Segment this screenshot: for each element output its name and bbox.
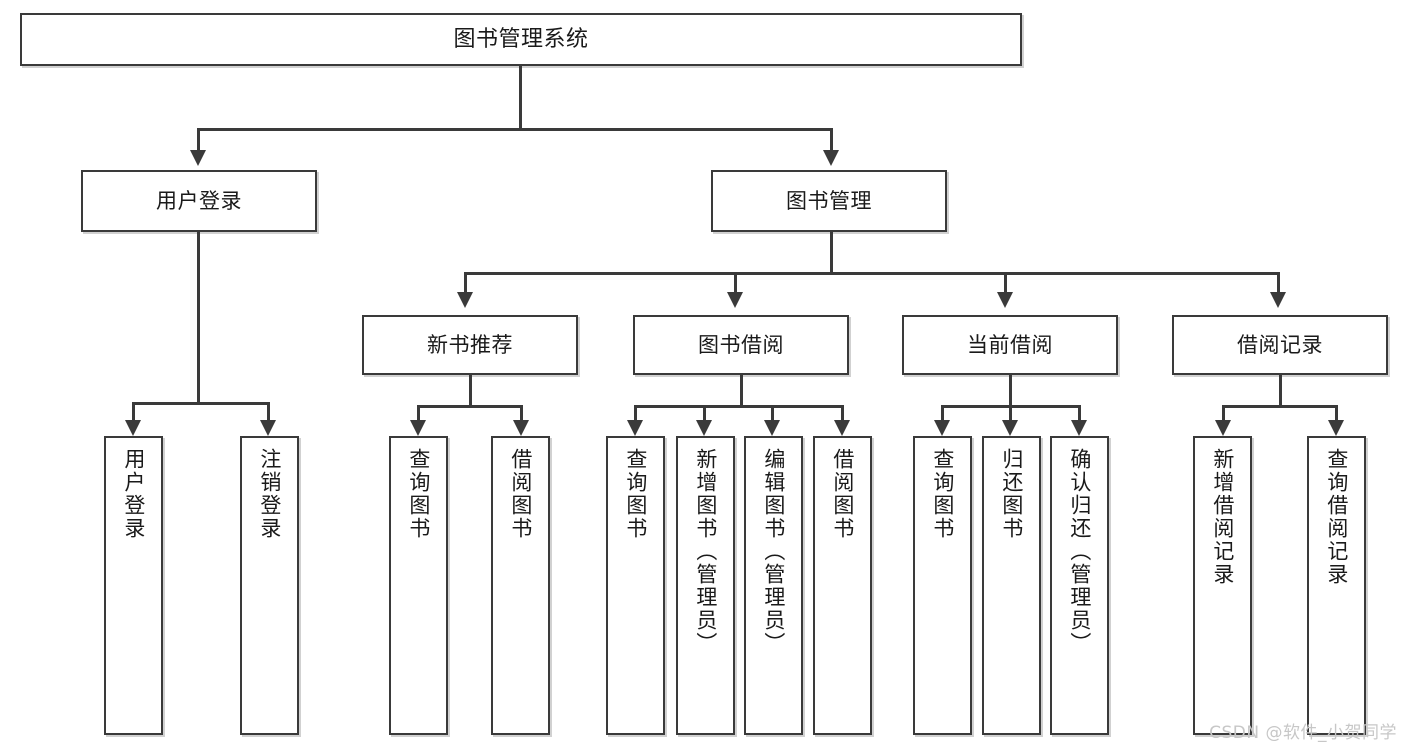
node-label: 借阅图书 [508,448,533,540]
arrow-to-new-book-rec [457,292,473,308]
node-label: 新书推荐 [427,332,513,357]
node-label: 确认归还（管理员） [1067,448,1092,655]
arrow-to-current-borrow [997,292,1013,308]
edge-bb-stem [740,375,743,407]
node-label: 注销登录 [257,448,282,540]
arrow-to-book-borrow [727,292,743,308]
arrow-to-leaf-logout [260,420,276,436]
leaf-nbr-query-book[interactable]: 查询图书 [389,436,448,735]
edge-user-login-stem [197,232,200,404]
node-label: 用户登录 [121,448,146,540]
arrow-cb-leaf-2 [1002,420,1018,436]
node-label: 新增借阅记录 [1210,448,1235,586]
edge-bm-drop-3 [1004,272,1007,294]
arrow-bb-leaf-3 [764,420,780,436]
leaf-bb-edit-book-admin[interactable]: 编辑图书（管理员） [744,436,803,735]
edge-bm-drop-2 [734,272,737,294]
node-user-login[interactable]: 用户登录 [81,170,317,232]
edge-nbr-bus [417,405,523,408]
node-borrow-record[interactable]: 借阅记录 [1172,315,1388,375]
edge-user-login-drop-2 [267,402,270,422]
edge-root-bus [197,128,833,131]
leaf-cb-confirm-return-admin[interactable]: 确认归还（管理员） [1050,436,1109,735]
node-root-system[interactable]: 图书管理系统 [20,13,1022,66]
edge-book-manage-stem [830,232,833,274]
arrow-to-user-login [190,150,206,166]
arrow-cb-leaf-3 [1071,420,1087,436]
edge-user-login-bus [132,402,270,405]
arrow-br-leaf-2 [1328,420,1344,436]
node-label: 当前借阅 [967,332,1053,357]
edge-nbr-drop-1 [417,405,420,423]
edge-book-manage-bus [464,272,1280,275]
node-label: 图书管理 [786,188,872,213]
edge-cb-drop-2 [1009,405,1012,423]
node-new-book-recommend[interactable]: 新书推荐 [362,315,578,375]
leaf-bb-add-book-admin[interactable]: 新增图书（管理员） [676,436,735,735]
leaf-bb-borrow-book[interactable]: 借阅图书 [813,436,872,735]
edge-bb-drop-2 [703,405,706,423]
leaf-cb-return-book[interactable]: 归还图书 [982,436,1041,735]
node-label: 查询图书 [623,448,648,540]
leaf-nbr-borrow-book[interactable]: 借阅图书 [491,436,550,735]
edge-bb-bus [634,405,844,408]
node-label: 图书借阅 [698,332,784,357]
node-label: 归还图书 [999,448,1024,540]
edge-cb-drop-3 [1078,405,1081,423]
node-label: 编辑图书（管理员） [761,448,786,655]
edge-nbr-stem [469,375,472,407]
node-label: 查询借阅记录 [1324,448,1349,586]
node-label: 查询图书 [406,448,431,540]
edge-nbr-drop-2 [520,405,523,423]
arrow-nbr-leaf-1 [410,420,426,436]
node-label: 查询图书 [930,448,955,540]
leaf-user-login[interactable]: 用户登录 [104,436,163,735]
node-current-borrow[interactable]: 当前借阅 [902,315,1118,375]
edge-bb-drop-3 [771,405,774,423]
edge-br-stem [1279,375,1282,407]
node-label: 图书管理系统 [453,26,589,52]
leaf-br-query-record[interactable]: 查询借阅记录 [1307,436,1366,735]
arrow-bb-leaf-2 [696,420,712,436]
edge-cb-drop-1 [941,405,944,423]
arrow-cb-leaf-1 [934,420,950,436]
edge-bb-drop-4 [841,405,844,423]
node-book-management[interactable]: 图书管理 [711,170,947,232]
arrow-bb-leaf-1 [627,420,643,436]
node-label: 用户登录 [156,188,242,213]
node-label: 新增图书（管理员） [693,448,718,655]
arrow-nbr-leaf-2 [513,420,529,436]
edge-br-drop-1 [1222,405,1225,423]
arrow-to-book-manage [823,150,839,166]
edge-bm-drop-1 [464,272,467,294]
edge-br-bus [1222,405,1338,408]
arrow-to-leaf-user-login [125,420,141,436]
leaf-bb-query-book[interactable]: 查询图书 [606,436,665,735]
arrow-br-leaf-1 [1215,420,1231,436]
edge-br-drop-2 [1335,405,1338,423]
leaf-br-add-record[interactable]: 新增借阅记录 [1193,436,1252,735]
leaf-cb-query-book[interactable]: 查询图书 [913,436,972,735]
arrow-to-borrow-record [1270,292,1286,308]
edge-root-to-user-login [197,128,200,152]
edge-bm-drop-4 [1277,272,1280,294]
edge-bb-drop-1 [634,405,637,423]
node-book-borrow[interactable]: 图书借阅 [633,315,849,375]
edge-root-stem [519,66,522,130]
edge-user-login-drop-1 [132,402,135,422]
arrow-bb-leaf-4 [834,420,850,436]
node-label: 借阅记录 [1237,332,1323,357]
leaf-logout[interactable]: 注销登录 [240,436,299,735]
edge-root-to-book-manage [830,128,833,152]
node-label: 借阅图书 [830,448,855,540]
edge-cb-stem [1009,375,1012,407]
